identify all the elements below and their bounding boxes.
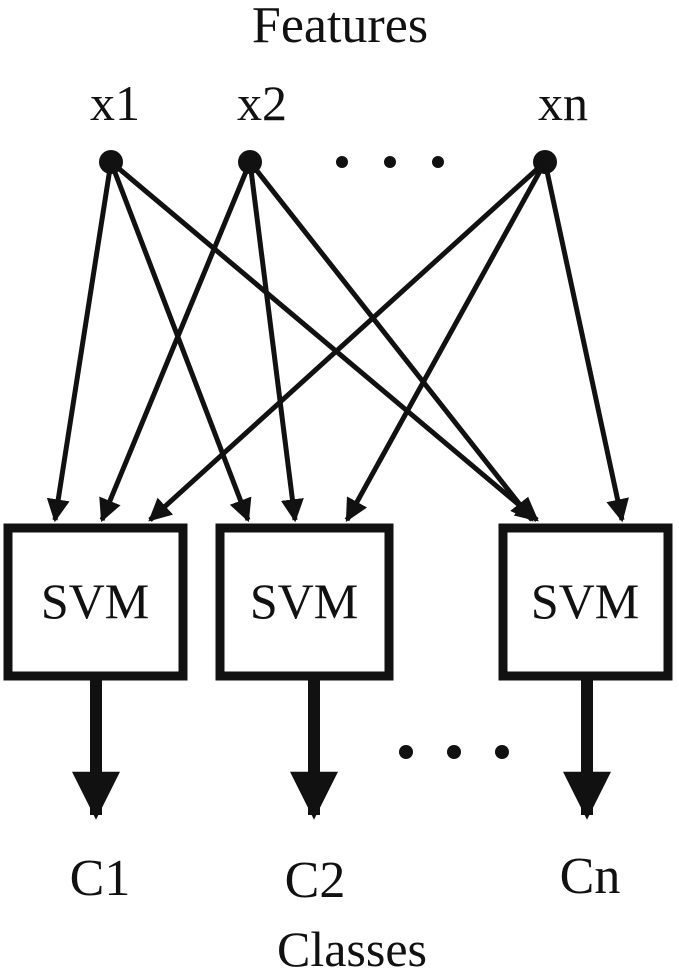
edge-x2-svmn — [248, 160, 534, 522]
classifier-ellipsis — [399, 745, 509, 759]
class-label-c1: C1 — [70, 850, 131, 907]
edge-xn-svm2 — [344, 160, 548, 523]
svm-box-2: SVM — [215, 523, 394, 681]
features-title: Features — [252, 0, 428, 54]
class-label-c2: C2 — [285, 852, 346, 909]
edge-xn-svm1 — [148, 160, 547, 522]
feature-label-x2: x2 — [237, 75, 287, 131]
classes-title: Classes — [277, 921, 427, 971]
feature-label-x1: x1 — [90, 75, 140, 131]
edge-x2-svm1 — [99, 161, 253, 523]
edge-x1-svm2 — [108, 161, 252, 523]
svm-label: SVM — [41, 573, 149, 629]
svm-label: SVM — [531, 573, 639, 629]
edge-x1-svmn — [109, 160, 539, 522]
svm-label: SVM — [250, 573, 358, 629]
feature-label-xn: xn — [538, 75, 588, 131]
edge-xn-svmn — [542, 161, 629, 523]
feature-to-svm-edges — [46, 160, 629, 523]
svm-to-class-edges — [72, 680, 611, 820]
svm-box-1: SVM — [3, 523, 188, 681]
feature-ellipsis — [336, 156, 444, 168]
edge-x2-svm2 — [247, 161, 304, 523]
svm-box-n: SVM — [498, 523, 673, 681]
class-label-cn: Cn — [560, 848, 621, 905]
edge-x1-svm1 — [46, 161, 114, 523]
